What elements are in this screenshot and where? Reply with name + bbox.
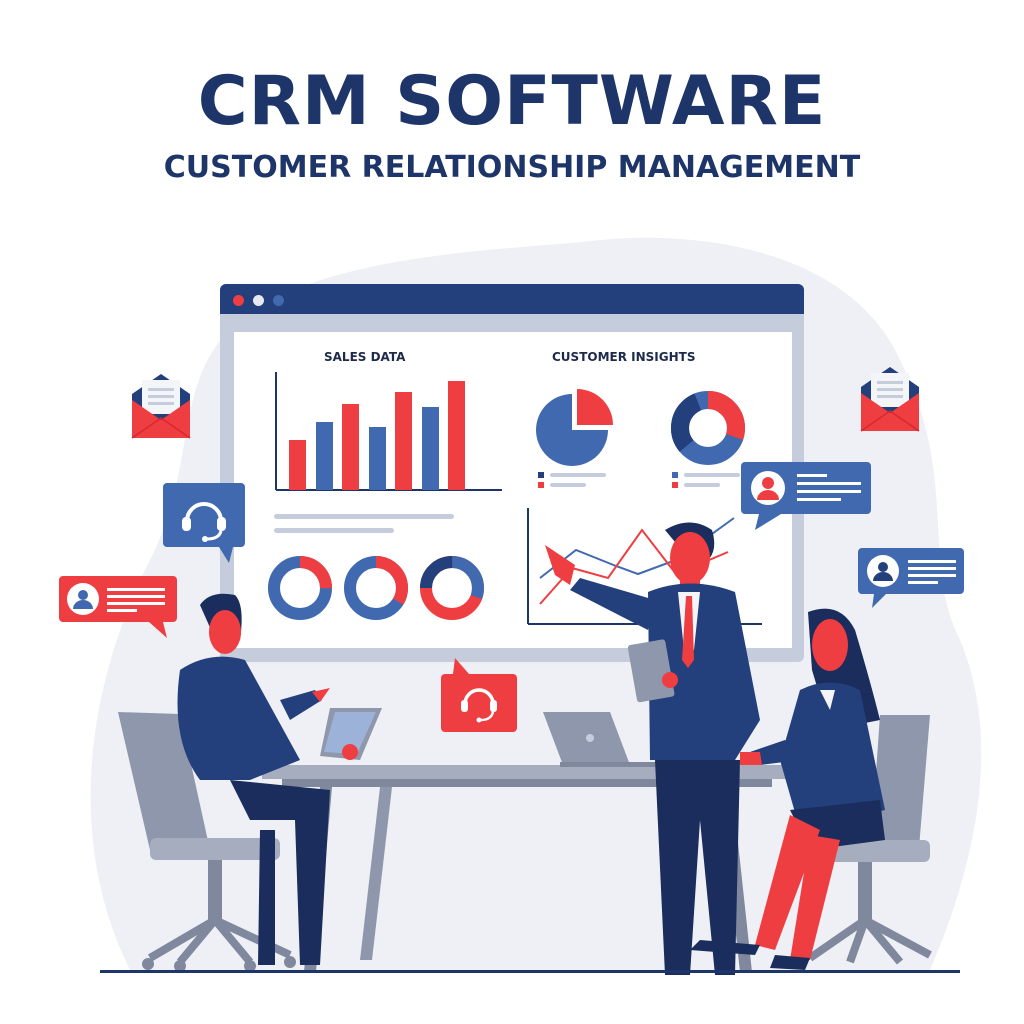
page-subtitle: CUSTOMER RELATIONSHIP MANAGEMENT (163, 150, 861, 185)
presenter (545, 522, 760, 975)
window-title-bar (220, 284, 804, 314)
donut-legend (672, 472, 740, 488)
customer-insights-title: CUSTOMER INSIGHTS (552, 350, 696, 364)
headset-icon (441, 658, 517, 732)
sales-bar-chart (275, 372, 502, 491)
email-icon (131, 374, 191, 439)
user-message-icon (858, 548, 964, 608)
kpi-donut-3 (420, 556, 484, 620)
pie-legend (538, 472, 606, 488)
floor-line (100, 970, 960, 973)
placeholder-text-lines (274, 514, 454, 533)
email-icon (860, 367, 920, 432)
customer-pie-chart (536, 389, 613, 466)
seated-woman (690, 608, 885, 970)
window-maximize-dot[interactable] (273, 295, 284, 306)
user-message-icon (59, 576, 177, 638)
sales-data-title: SALES DATA (324, 350, 406, 364)
kpi-donut-2 (344, 556, 408, 620)
page-title: CRM SOFTWARE (197, 62, 827, 141)
seated-man (177, 593, 382, 965)
right-chair (800, 715, 932, 965)
laptop (543, 712, 670, 767)
window-close-dot[interactable] (233, 295, 244, 306)
user-message-icon (741, 462, 871, 530)
headset-icon (163, 483, 245, 563)
customer-donut-chart (671, 391, 745, 465)
window-minimize-dot[interactable] (253, 295, 264, 306)
kpi-donut-1 (268, 556, 332, 620)
